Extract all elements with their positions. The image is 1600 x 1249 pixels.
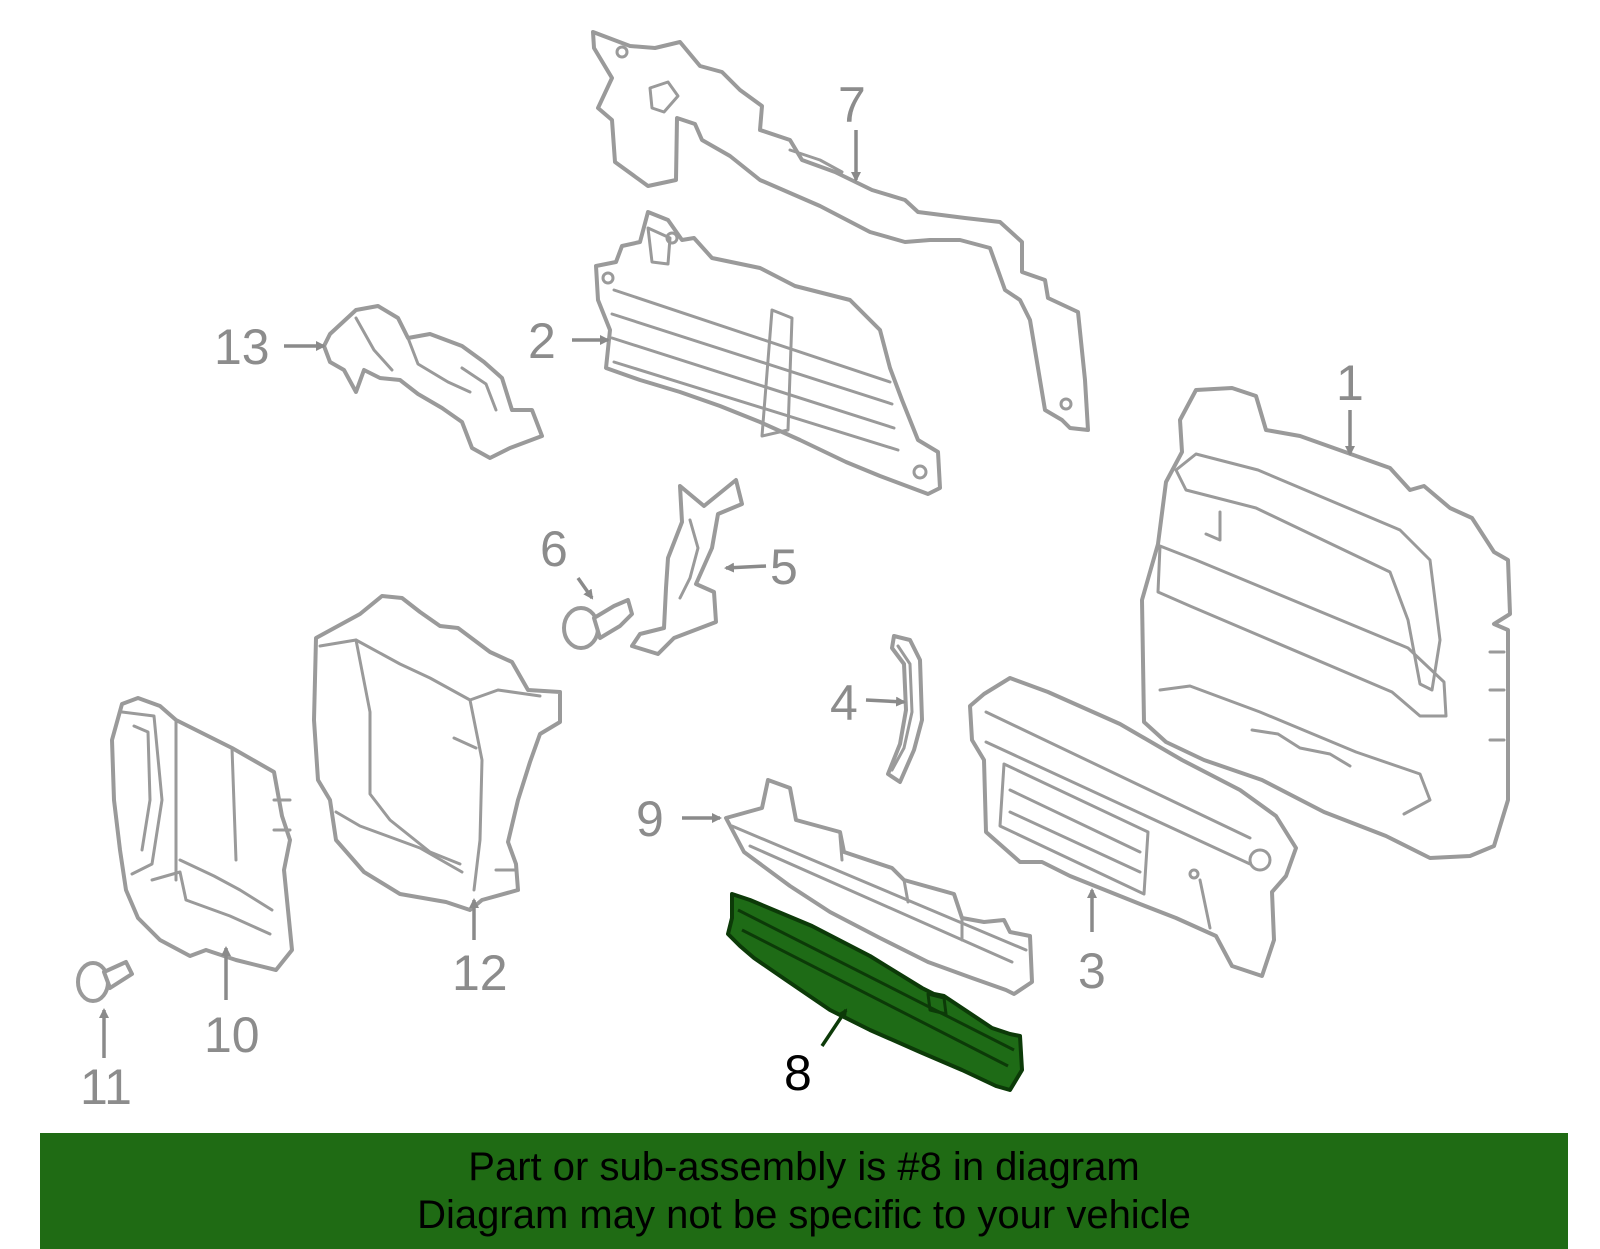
callout-12: 12 <box>452 945 508 1001</box>
banner-line-part: Part or sub-assembly is #8 in diagram <box>468 1145 1140 1189</box>
callout-6: 6 <box>540 521 568 577</box>
leader-lines <box>99 130 1355 1058</box>
callout-13: 13 <box>214 319 270 375</box>
part-5-bracket <box>630 478 744 656</box>
part-3-lower-shutter <box>968 676 1298 978</box>
callout-2: 2 <box>528 313 556 369</box>
part-6-push-clip <box>562 598 634 650</box>
part-12-side-shroud <box>312 594 562 912</box>
part-4-seal-strip <box>886 634 924 784</box>
callout-7: 7 <box>838 77 866 133</box>
callout-4: 4 <box>830 675 858 731</box>
callout-labels: 1 2 3 4 5 6 7 8 9 10 11 12 13 <box>80 77 1364 1115</box>
part-7-upper-bracket <box>591 30 1090 432</box>
part-11-push-pin <box>76 960 134 1003</box>
callout-3: 3 <box>1078 943 1106 999</box>
callout-5: 5 <box>770 539 798 595</box>
part-8-lower-deflector <box>726 892 1024 1092</box>
callout-8: 8 <box>784 1045 812 1101</box>
banner-line-disclaimer: Diagram may not be specific to your vehi… <box>417 1193 1191 1237</box>
callout-1: 1 <box>1336 355 1364 411</box>
info-banner: Part or sub-assembly is #8 in diagram Di… <box>40 1133 1568 1249</box>
part-13-air-duct <box>322 304 544 460</box>
callout-11: 11 <box>80 1059 132 1115</box>
callout-9: 9 <box>636 791 664 847</box>
part-10-air-guide <box>110 696 294 972</box>
part-9-lower-bracket <box>724 778 1034 996</box>
part-1-radiator-support <box>1140 386 1512 860</box>
part-2-shutter-assembly <box>594 210 942 496</box>
callout-10: 10 <box>204 1007 260 1063</box>
